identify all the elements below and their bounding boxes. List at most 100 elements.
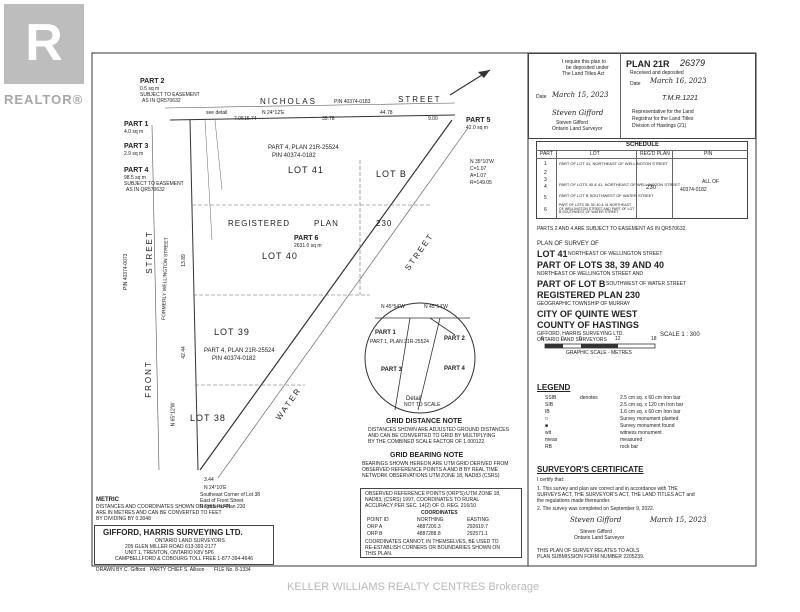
part3-area: 2.9 sq m — [124, 151, 144, 157]
orp-r2c3: 292571.1 — [467, 531, 488, 537]
part1-label: PART 1 — [124, 121, 149, 128]
deposit-l3: The Land Titles Act — [562, 71, 605, 77]
cert-date: March 15, 2023 — [650, 516, 707, 524]
deposit-date: March 15, 2023 — [552, 91, 609, 99]
detail-part1-plan: PART 1, PLAN 21R-25524 — [370, 339, 429, 345]
grid-note-1: DISTANCES SHOWN ARE ADJUSTED GROUND DIST… — [368, 427, 509, 433]
title-l8: CITY OF QUINTE WEST — [537, 309, 638, 319]
company-addr-3: CAMPBELLFORD & COBOURG TOLL FREE 1-877-3… — [115, 556, 254, 562]
sch-r5-lot: PART OF LOT B SOUTHWEST OF WATER STREET — [559, 193, 654, 198]
realtor-logo: R REALTOR® — [0, 0, 90, 110]
orp-r1c3: 292619.7 — [467, 524, 488, 530]
plan-num: 230 — [376, 219, 393, 228]
cert-l5: 2. The survey was completed on September… — [537, 506, 655, 512]
lg-r7-c: measured — [620, 437, 643, 443]
deposit-box — [528, 53, 756, 139]
lg-r8-a: RB — [545, 444, 552, 450]
title-l11: ONTARIO LAND SURVEYORS — [537, 337, 607, 343]
detail-part2: PART 2 — [444, 336, 465, 342]
front-label: FRONT — [143, 360, 153, 398]
lg-r2-c: 2.5 cm sq. x 120 cm Iron bar — [620, 402, 684, 408]
lg-r7-a: meas — [545, 437, 558, 443]
bearing-note-3: NETWORK OBSERVATIONS UTM ZONE 18, NAD83 … — [362, 473, 500, 479]
pin-front: PIN 40374-0073 — [123, 253, 129, 290]
sch-r4-lot: PART OF LOTS 40 & 41, NORTHEAST OF WELLI… — [559, 182, 681, 187]
sch-r5-part: 5 — [544, 195, 547, 201]
sch-r1-part: 1 — [544, 161, 547, 167]
dim-13-89: 13.89 — [180, 254, 187, 267]
plan-21r: PLAN 21R — [626, 59, 670, 69]
schedule-title: SCHEDULE — [626, 142, 660, 148]
lot40-label: LOT 40 — [262, 251, 298, 261]
orp-r1c2: 4887200.3 — [417, 524, 441, 530]
schedule-table — [536, 141, 748, 219]
orp-foot-3: THIS PLAN. — [365, 551, 393, 557]
metric-3: BY DIVIDING BY 0.3048 — [96, 516, 151, 522]
lg-r1-a: SSIB — [545, 395, 557, 401]
lg-r2-a: SIB — [545, 402, 554, 408]
nicholas-street-label: STREET — [398, 95, 442, 104]
easement-note: PARTS 2 AND 4 ARE SUBJECT TO EASEMENT AS… — [537, 226, 687, 232]
orp-h3: EASTING — [467, 517, 489, 523]
part2-note2: AS IN QR570632 — [142, 98, 181, 104]
see-detail: see detail — [206, 110, 228, 116]
cert-signature: Steven Gifford — [570, 516, 622, 524]
sch-plan: 230 — [646, 185, 657, 191]
sch-pin-2: 40374-0182 — [680, 187, 707, 193]
part4-label: PART 4 — [124, 167, 149, 174]
title-l9: COUNTY OF HASTINGS — [537, 320, 639, 330]
orp-box: OBSERVED REFERENCE POINTS (ORP'S):UTM ZO… — [360, 488, 522, 558]
cert-l1: I certify that: — [537, 477, 565, 483]
pin-top: PIN 40374-0183 — [334, 99, 371, 105]
title-l6: REGISTERED PLAN 230 — [537, 290, 641, 300]
plan-21r-num: 26379 — [680, 58, 706, 68]
sch-r1-lot: PART OF LOT 41, NORTHEAST OF WELLINGTON … — [559, 161, 669, 166]
drawn-by: DRAWN BY C. Gifford — [96, 567, 146, 573]
svg-text:R: R — [25, 14, 63, 72]
lg-r3-a: IB — [545, 409, 550, 415]
dim-3-44: 3.44 — [204, 477, 214, 483]
se-note-1: Southeast Corner of Lot 38 — [200, 492, 261, 498]
lot39-label: LOT 39 — [214, 327, 250, 337]
cert-name: Steven Gifford — [580, 529, 612, 535]
dim-35-78: 35.78 — [322, 116, 335, 122]
sch-r6-lot: PART OF LOTS 38, 39, 40 & 41 NORTHEAST O… — [559, 203, 635, 214]
realtor-text: REALTOR® — [4, 92, 84, 107]
file-no: FILE No. 8-1334 — [214, 567, 251, 573]
deposit-l1: I require this plan to — [562, 59, 606, 65]
cert-l4: the regulations made thereunder. — [537, 498, 611, 504]
title-l5: PART OF LOT B — [537, 279, 606, 289]
sch-r3-part: 3 — [544, 177, 547, 183]
sch-h4: PIN — [704, 151, 713, 157]
plan-ref-41: PART 4, PLAN 21R-25524 — [268, 145, 339, 151]
title-l2: LOT 41 — [537, 249, 568, 259]
detail-title: Detail — [406, 396, 422, 402]
orp-r2c1: ORP B — [367, 531, 383, 537]
detail-bearing1: N 45°54'W — [381, 304, 405, 310]
deposit-signature: Steven Gifford — [552, 109, 604, 117]
title-l3: PART OF LOTS 38, 39 AND 40 — [537, 260, 665, 270]
sch-r2-part: 2 — [544, 170, 547, 176]
title-l5b: SOUTHWEST OF WATER STREET — [606, 281, 687, 287]
plan-rep-1: Representative for the Land — [632, 109, 694, 115]
dim-bearing-n: N 24°12'E — [262, 110, 285, 116]
dim-9-00: 9.00 — [428, 116, 438, 122]
scale-label: GRAPHIC SCALE - METRES — [566, 350, 632, 356]
front-street-label: STREET — [144, 230, 154, 274]
scale-tick-d: 12 — [615, 336, 621, 342]
dim-r: R=149.05 — [470, 180, 492, 186]
orp-h2: NORTHING — [417, 517, 444, 523]
sch-r6-part: 6 — [544, 207, 547, 213]
scale-tick-c: 6 — [579, 336, 582, 342]
lg-r1-b: denotes — [580, 395, 598, 401]
lg-r3-c: 1.6 cm sq. x 60 cm Iron bar — [620, 409, 681, 415]
metric-title: METRIC — [96, 497, 119, 503]
dim-44-78: 44.78 — [380, 110, 393, 116]
company-addr-1: 205 GLEN MILLER ROAD 613-392-2177 — [125, 544, 217, 550]
plan-rep-2: Registrar for the Land Titles — [632, 116, 694, 122]
title-l7: GEOGRAPHIC TOWNSHIP OF MURRAY — [537, 301, 630, 307]
sch-r4-part: 4 — [544, 184, 547, 190]
plan-rep-3: Division of Hastings (21) — [632, 123, 687, 129]
lg-r1-c: 2.5 cm sq. x 60 cm Iron bar — [620, 395, 681, 401]
